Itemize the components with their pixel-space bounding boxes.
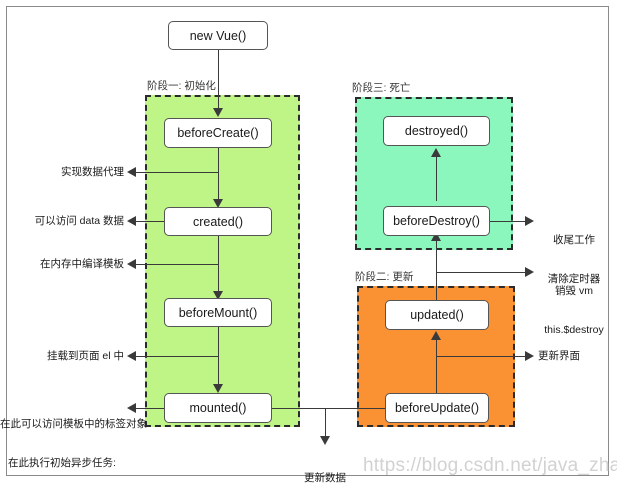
note-update-data: 更新数据 this.xxx = value bbox=[285, 446, 365, 484]
arrowhead-beforecreate bbox=[213, 108, 223, 117]
arrowhead-update-data bbox=[320, 436, 330, 445]
arrowhead-created bbox=[213, 199, 223, 208]
node-updated[interactable]: updated() bbox=[385, 300, 489, 330]
phase-init-label: 阶段一: 初始化 bbox=[147, 80, 216, 92]
note-cleanup-line1: 收尾工作 bbox=[553, 234, 595, 246]
edge-note-mount-el bbox=[135, 356, 219, 357]
arrowhead-data-proxy bbox=[127, 167, 136, 177]
note-mounted-line1: 在此可以访问模板中的标签对象 bbox=[0, 418, 147, 430]
arrowhead-beforedestroy bbox=[431, 232, 441, 241]
edge-newvue-beforecreate bbox=[218, 50, 219, 113]
note-update-view: 更新界面 bbox=[538, 350, 580, 362]
arrowhead-updated bbox=[431, 331, 441, 340]
note-mounted-line2: 在此执行初始异步任务: bbox=[8, 457, 116, 469]
node-before-mount-label: beforeMount() bbox=[178, 305, 258, 320]
node-before-destroy-label: beforeDestroy() bbox=[393, 214, 480, 228]
node-new-vue[interactable]: new Vue() bbox=[168, 21, 268, 50]
edge-created-beforemount bbox=[218, 236, 219, 296]
arrowhead-mounted-note bbox=[127, 403, 136, 413]
edge-updated-beforedestroy bbox=[436, 237, 437, 321]
edge-update-data-branch bbox=[325, 408, 326, 441]
note-cleanup-line2: 清除定时器 bbox=[547, 273, 601, 285]
node-before-create-label: beforeCreate() bbox=[177, 126, 259, 140]
note-access-data: 可以访问 data 数据 bbox=[34, 215, 124, 227]
node-created[interactable]: created() bbox=[164, 207, 272, 236]
edge-destroy-vm bbox=[436, 272, 528, 273]
arrowhead-compile-template bbox=[127, 259, 136, 269]
edge-update-view bbox=[436, 356, 528, 357]
edge-beforeupdate-updated bbox=[436, 336, 437, 396]
arrowhead-destroy-vm bbox=[525, 267, 534, 277]
note-destroy-vm: 销毁 vm this.$destroy bbox=[534, 259, 614, 363]
edge-mounted-beforeupdate bbox=[268, 408, 388, 409]
node-updated-label: updated() bbox=[410, 308, 464, 322]
arrowhead-beforemount bbox=[213, 291, 223, 300]
arrowhead-destroyed bbox=[431, 148, 441, 157]
edge-beforecreate-created bbox=[218, 148, 219, 204]
edge-cleanup bbox=[487, 221, 529, 222]
note-update-data-line1: 更新数据 bbox=[304, 472, 346, 484]
node-before-mount[interactable]: beforeMount() bbox=[164, 298, 272, 327]
note-data-proxy: 实现数据代理 bbox=[61, 166, 124, 178]
node-mounted-label: mounted() bbox=[189, 401, 247, 415]
node-mounted[interactable]: mounted() bbox=[164, 393, 272, 423]
arrowhead-mounted bbox=[213, 384, 223, 393]
edge-note-compile-template bbox=[135, 264, 219, 265]
phase-init-region bbox=[145, 95, 300, 427]
note-compile-template: 在内存中编译模板 bbox=[40, 258, 124, 270]
arrowhead-mount-el bbox=[127, 351, 136, 361]
node-before-update[interactable]: beforeUpdate() bbox=[385, 393, 489, 423]
node-destroyed-label: destroyed() bbox=[404, 124, 469, 138]
node-before-update-label: beforeUpdate() bbox=[394, 401, 480, 415]
diagram-frame bbox=[6, 6, 609, 476]
watermark: https://blog.csdn.net/java_zhangfei bbox=[363, 455, 617, 476]
phase-update-label: 阶段二: 更新 bbox=[355, 271, 414, 283]
edge-beforedestroy-destroyed bbox=[436, 153, 437, 201]
arrowhead-update-view bbox=[525, 351, 534, 361]
node-before-create[interactable]: beforeCreate() bbox=[164, 118, 272, 148]
edge-note-data-proxy bbox=[135, 172, 219, 173]
note-mounted-detail: 在此可以访问模板中的标签对象 在此执行初始异步任务: ajax请求和异步任务 bbox=[0, 392, 147, 484]
edge-beforemount-mounted bbox=[218, 327, 219, 389]
note-cleanup: 收尾工作 清除定时器 bbox=[534, 208, 614, 312]
phase-death-label: 阶段三: 死亡 bbox=[352, 82, 411, 94]
node-created-label: created() bbox=[192, 214, 244, 229]
note-mount-el: 挂载到页面 el 中 bbox=[46, 350, 124, 362]
node-before-destroy[interactable]: beforeDestroy() bbox=[383, 206, 490, 236]
arrowhead-access-data bbox=[127, 216, 136, 226]
node-new-vue-label: new Vue() bbox=[189, 28, 247, 43]
note-destroy-vm-line1: 销毁 vm bbox=[555, 285, 593, 297]
node-destroyed[interactable]: destroyed() bbox=[383, 116, 490, 146]
arrowhead-cleanup bbox=[525, 216, 534, 226]
note-destroy-vm-line2: this.$destroy bbox=[544, 324, 604, 336]
